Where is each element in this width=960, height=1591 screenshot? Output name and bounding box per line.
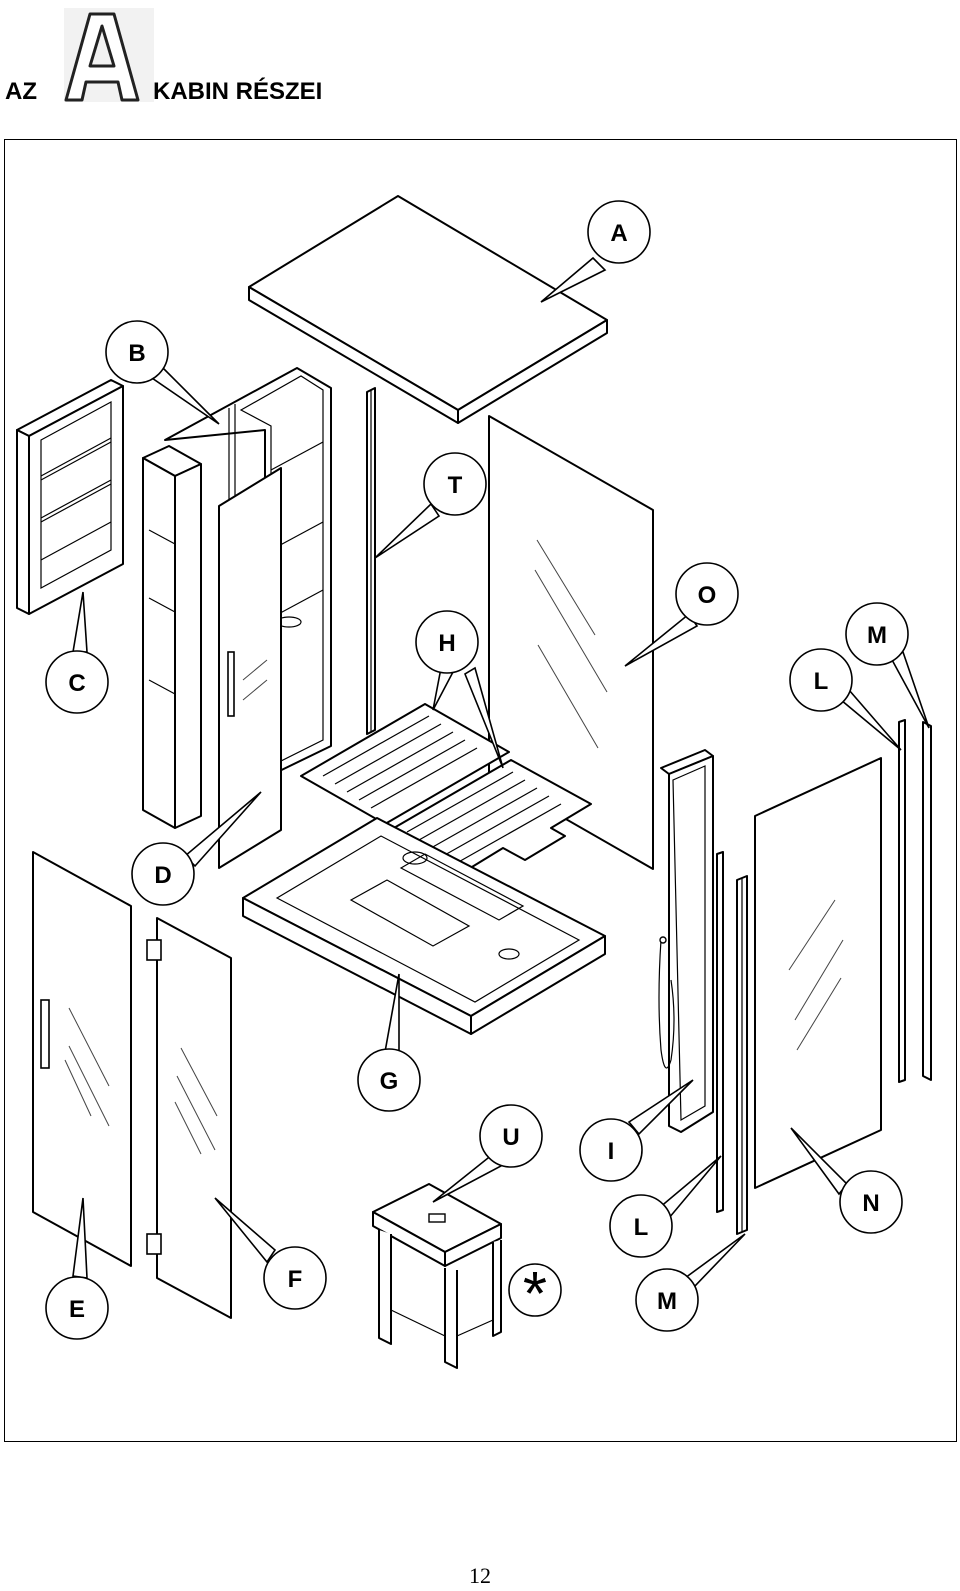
part-shelf-unit — [16, 379, 124, 615]
callout-label-g: G — [380, 1068, 399, 1095]
callout-g: G — [357, 973, 421, 1112]
callout-l-side: L — [789, 648, 902, 751]
shower-cabin-exploded-diagram: .ln { fill: #ffffff; stroke: #000; strok… — [16, 195, 932, 1369]
asterisk-symbol: * — [508, 1260, 562, 1329]
callout-o: O — [624, 562, 739, 667]
callout-label-o: O — [698, 582, 717, 609]
callout-f: F — [214, 1197, 327, 1310]
part-door-f — [146, 917, 232, 1319]
callout-u: U — [432, 1104, 543, 1203]
part-glass-panel-side — [754, 757, 882, 1189]
part-profile-l-front — [716, 851, 724, 1213]
callout-label-b: B — [128, 340, 145, 367]
part-floor-grate — [300, 703, 592, 871]
part-door-e — [32, 851, 132, 1267]
part-profile-l-side — [898, 719, 906, 1083]
callout-label-u: U — [502, 1124, 519, 1151]
header-prefix: AZ — [5, 78, 37, 105]
callout-label-l-side: L — [814, 668, 829, 695]
part-shower-column — [658, 749, 714, 1133]
part-roof-panel — [248, 195, 608, 424]
callout-d: D — [131, 791, 262, 906]
part-stool — [372, 1183, 502, 1369]
logo-letter-a — [64, 8, 154, 102]
callout-label-t: T — [448, 472, 463, 499]
callout-label-a: A — [610, 220, 627, 247]
callout-label-m-side: M — [867, 622, 887, 649]
callout-label-l-front: L — [634, 1214, 649, 1241]
callout-m-front: M — [635, 1233, 746, 1332]
callout-n: N — [790, 1127, 903, 1234]
part-glass-panel-back — [488, 415, 654, 870]
callout-i: I — [579, 1079, 694, 1182]
exploded-diagram-frame: .ln { fill: #ffffff; stroke: #000; strok… — [4, 139, 957, 1442]
asterisk-glyph: * — [523, 1260, 547, 1329]
callout-h: H — [415, 610, 504, 769]
callout-label-e: E — [69, 1296, 85, 1323]
callout-b: B — [105, 320, 220, 425]
callout-m-side: M — [845, 602, 930, 729]
callout-label-i: I — [608, 1138, 615, 1165]
part-profile-m-front — [736, 875, 748, 1235]
callout-label-h: H — [438, 630, 455, 657]
callout-label-m-front: M — [657, 1288, 677, 1315]
callout-t: T — [374, 452, 487, 559]
page-number: 12 — [469, 1563, 491, 1588]
part-profile-m-side — [922, 721, 932, 1081]
callout-label-c: C — [68, 670, 85, 697]
callout-l-front: L — [609, 1155, 722, 1258]
callout-label-f: F — [288, 1266, 303, 1293]
callout-label-d: D — [154, 862, 171, 889]
part-shower-tray — [242, 817, 606, 1035]
part-front-door-d — [218, 467, 282, 869]
callout-label-n: N — [862, 1190, 879, 1217]
callout-a: A — [540, 200, 651, 303]
part-profile-rod — [366, 387, 376, 735]
callout-e: E — [45, 1197, 109, 1340]
page-title: KABIN RÉSZEI — [153, 78, 323, 105]
callout-c: C — [45, 591, 109, 714]
